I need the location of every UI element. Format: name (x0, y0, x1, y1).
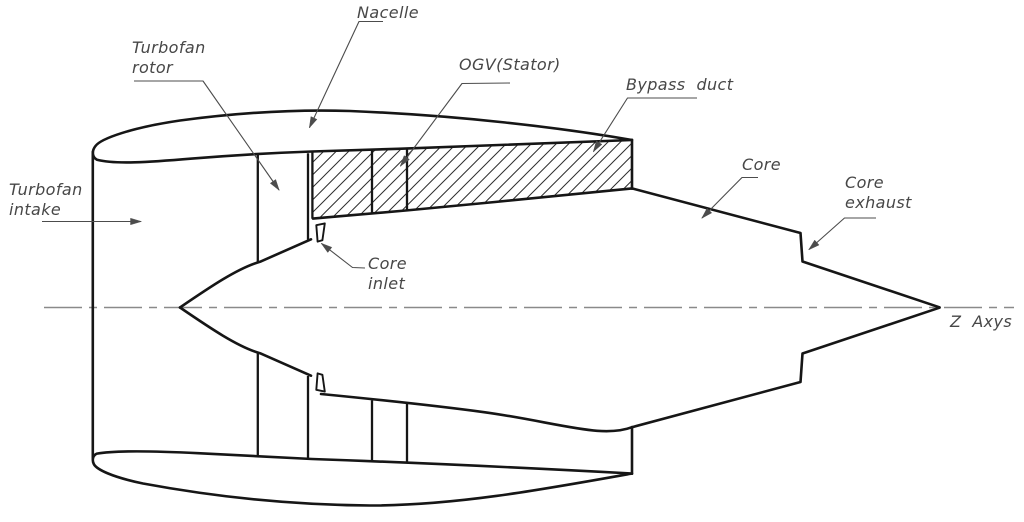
z-axis-label: Z Axys (950, 312, 1013, 331)
ogv-stator-leader (401, 82, 511, 166)
nacelle-lower-outline (91, 450, 634, 507)
bypass-duct-leader (594, 97, 697, 152)
core-inlet-lip-upper (315, 222, 326, 243)
core-label: Core (742, 155, 781, 174)
core-tail-upper-line (630, 187, 941, 309)
nacelle-leader (310, 20, 383, 128)
fan-rotor-lines (256, 153, 310, 460)
spinner-upper-contour (178, 238, 313, 309)
turbofan-intake-label: Turbofan intake (9, 180, 83, 219)
spinner-lower-contour (178, 306, 313, 377)
turbofan-rotor-leader (134, 80, 279, 190)
bypass-duct-hatch (312, 140, 632, 219)
core-inlet-label: Core inlet (368, 254, 407, 293)
ogv-stator-label: OGV(Stator) (459, 55, 561, 74)
nacelle-label: Nacelle (357, 3, 419, 22)
core-exhaust-label: Core exhaust (845, 173, 912, 212)
core-inlet-lip-lower (315, 372, 326, 393)
core-exhaust-leader (809, 217, 876, 250)
core-tail-lower-line (630, 306, 941, 429)
core-cowl-upper-line (311, 187, 634, 220)
turbofan-rotor-label: Turbofan rotor (132, 38, 206, 77)
core-inlet-leader (322, 244, 366, 269)
core-leader (702, 176, 758, 219)
bypass-duct-label: Bypass duct (626, 75, 734, 94)
core-cowl-lower-line (319, 392, 634, 433)
